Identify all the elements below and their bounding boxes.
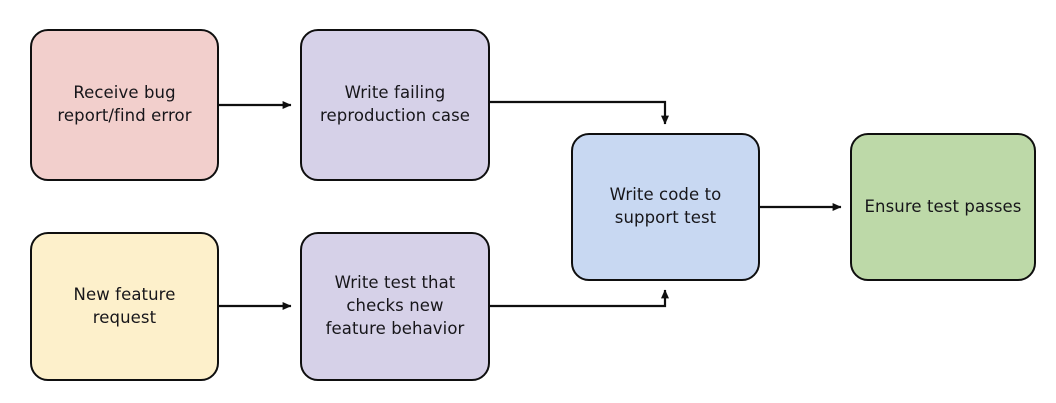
node-write-code-to-support-test[interactable]: Write code to support test: [571, 133, 760, 281]
node-label: Ensure test passes: [864, 196, 1022, 216]
node-label: Write failing reproduction case: [319, 83, 471, 125]
node-label: Write test that checks new feature behav…: [325, 273, 465, 338]
node-label: Write code to support test: [609, 185, 722, 227]
connector-write-test-to-write-code: [490, 289, 669, 308]
node-label: Receive bug report/find error: [57, 83, 192, 125]
node-write-failing-reproduction-case[interactable]: Write failing reproduction case: [300, 29, 490, 181]
node-new-feature-request[interactable]: New feature request: [30, 232, 219, 381]
node-receive-bug-report[interactable]: Receive bug report/find error: [30, 29, 219, 181]
node-write-test-checks-feature-behavior[interactable]: Write test that checks new feature behav…: [300, 232, 490, 381]
node-label: New feature request: [73, 284, 176, 327]
node-ensure-test-passes[interactable]: Ensure test passes: [850, 133, 1036, 281]
connector-failing-case-to-write-code: [490, 100, 669, 125]
